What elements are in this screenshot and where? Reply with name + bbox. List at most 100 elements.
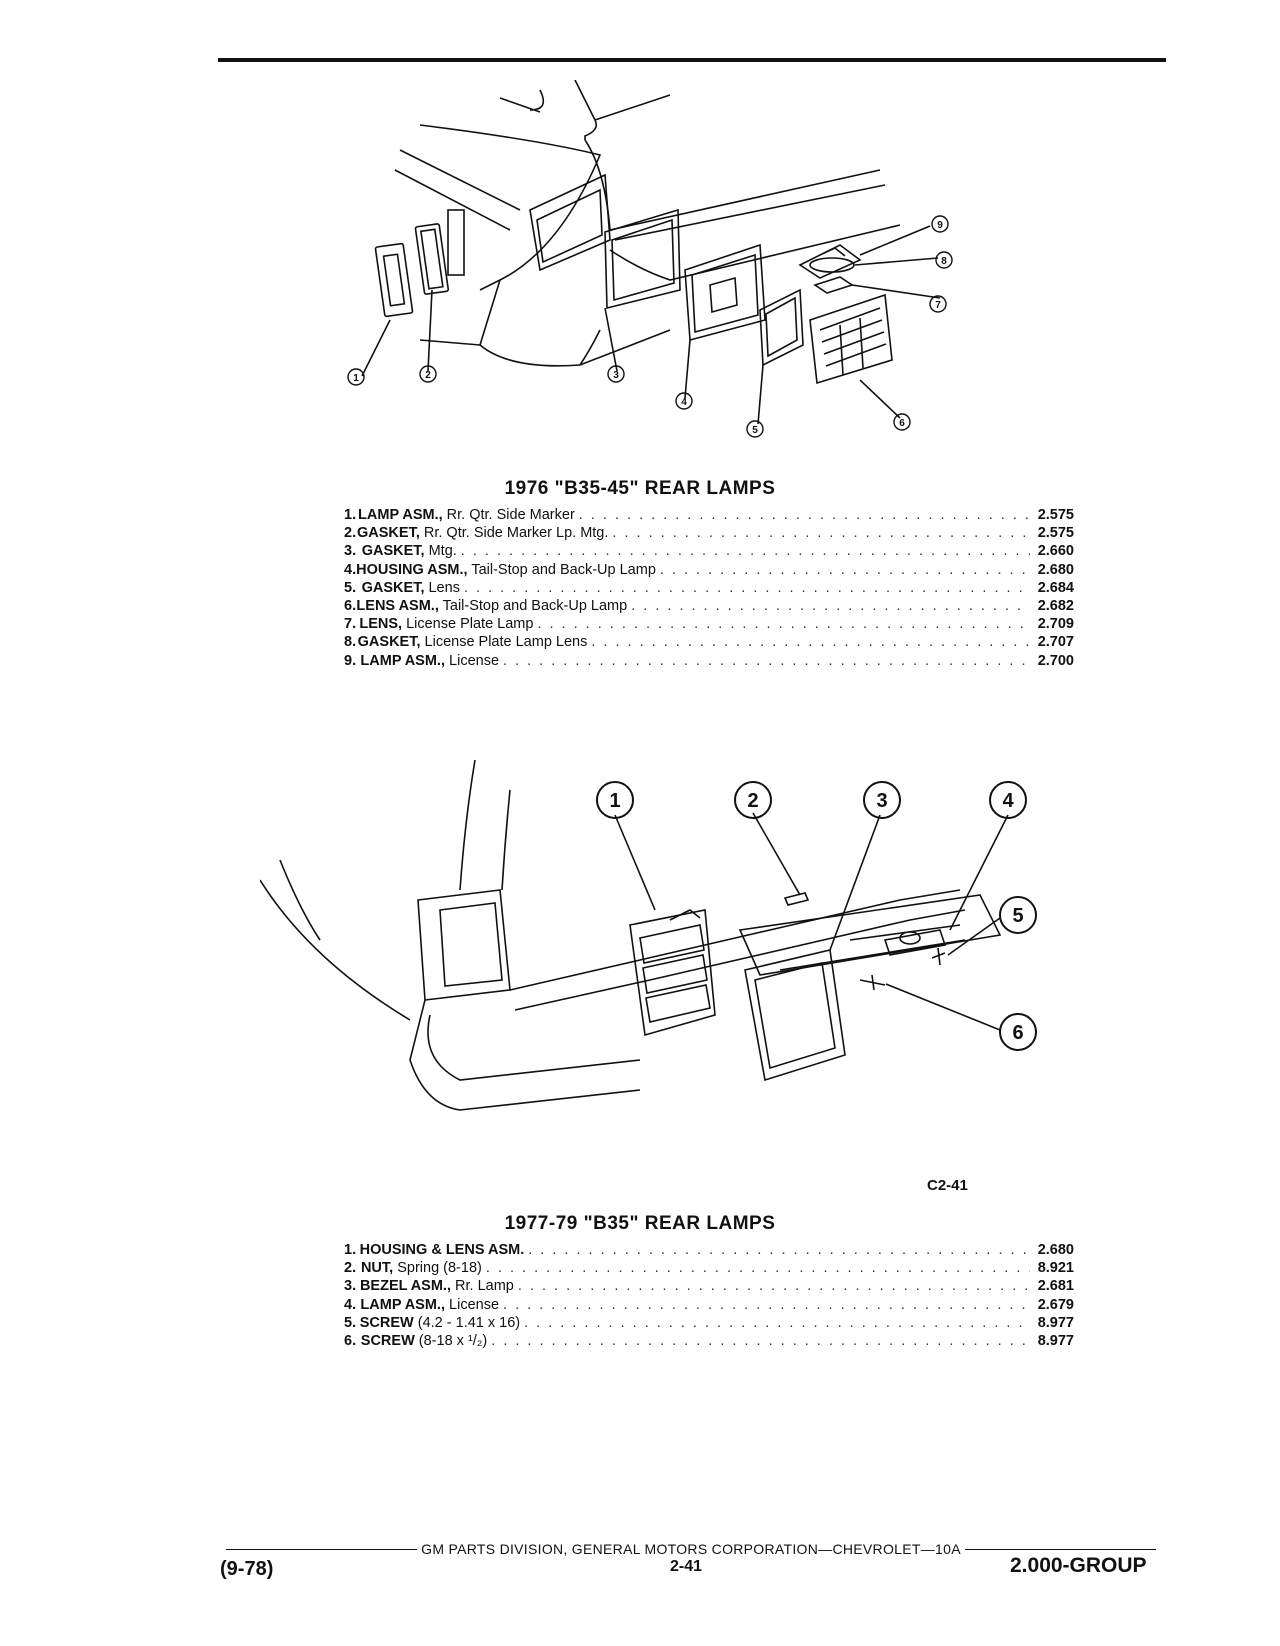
side-marker-gasket-inner [419, 228, 444, 290]
quarter-panel-block [417, 889, 511, 1001]
callout-8-label: 8 [941, 256, 947, 267]
footer-rule-right [964, 1548, 1156, 1550]
part-name: LAMP ASM., [360, 652, 445, 669]
top-rule [218, 58, 1166, 62]
part-code: 2.575 [1037, 507, 1074, 523]
part-number: 3. [344, 1278, 357, 1295]
part-detail: Tail-Stop and Back-Up Lamp [467, 561, 656, 578]
part-detail: Spring (8-18) [393, 1260, 482, 1277]
body-pillar-line [419, 124, 602, 291]
lower-body-line [479, 224, 901, 367]
tail-lamp-lens [809, 293, 893, 385]
part-number: 8. [344, 634, 357, 651]
leader-dots [627, 597, 1029, 615]
leader-dots [482, 1259, 1030, 1277]
part-description: LAMP ASM., License [360, 1296, 499, 1314]
parts-row: 2.GASKET, Rr. Qtr. Side Marker Lp. Mtg. 2… [344, 524, 1074, 542]
footer-publisher: GM PARTS DIVISION, GENERAL MOTORS CORPOR… [421, 1541, 961, 1557]
part-number: 1. [344, 507, 357, 523]
part-number: 4. [344, 1296, 357, 1313]
deck-lid-line [509, 889, 966, 1011]
figure-1976-drawing: 1 2 3 4 5 6 7 8 9 [347, 80, 953, 438]
callout-1-label: 1 [609, 790, 620, 812]
part-description: GASKET, Rr. Qtr. Side Marker Lp. Mtg. [357, 524, 608, 542]
part-detail: Rr. Qtr. Side Marker Lp. Mtg. [419, 525, 609, 542]
part-code: 2.709 [1037, 616, 1074, 633]
callout-4-label: 4 [1002, 790, 1014, 812]
lens-gasket [759, 288, 804, 367]
screw-6 [859, 974, 886, 991]
rear-panel [738, 894, 1002, 976]
license-lamp-bulb [899, 931, 921, 945]
callout-7-circle [929, 295, 947, 313]
part-number: 4. [344, 561, 357, 578]
part-detail: Lens [424, 579, 460, 596]
parts-row: 7.LENS, License Plate Lamp2.709 [344, 615, 1074, 633]
callout-2-label: 2 [747, 790, 758, 812]
group-number: 2.000-GROUP [1010, 1554, 1147, 1577]
callout-4-circle [989, 781, 1027, 819]
leader-dots [460, 579, 1030, 597]
part-description: BEZEL ASM., Rr. Lamp [360, 1277, 514, 1295]
parts-row: 6.SCREW (8-18 x ¹/₂) 8.977 [344, 1332, 1074, 1350]
body-crease-line [394, 149, 521, 231]
part-detail: License [445, 652, 500, 669]
callout-4-circle [675, 392, 693, 410]
footer-publisher-line: GM PARTS DIVISION, GENERAL MOTORS CORPOR… [226, 1541, 1156, 1557]
parts-row: 8.GASKET, License Plate Lamp Lens2.707 [344, 633, 1074, 651]
parts-row: 5.SCREW (4.2 - 1.41 x 16)8.977 [344, 1314, 1074, 1332]
callout-9-label: 9 [937, 220, 943, 231]
callout-5-label: 5 [1012, 905, 1023, 927]
callout-5-circle [746, 420, 764, 438]
part-number: 6. [344, 1332, 357, 1349]
parts-row: 2.NUT, Spring (8-18)8.921 [344, 1259, 1074, 1277]
part-description: HOUSING & LENS ASM. [360, 1241, 525, 1259]
body-pillar-line [459, 760, 511, 891]
part-detail: (8-18 x ¹/₂) [414, 1332, 488, 1349]
parts-row: 3.GASKET, Mtg.2.660 [344, 542, 1074, 560]
callout-3-circle [863, 781, 901, 819]
leader-dots [514, 1277, 1030, 1295]
leader-dots [587, 633, 1029, 651]
bezel-assembly [744, 949, 846, 1082]
part-code: 8.921 [1037, 1260, 1074, 1277]
parts-row: 4.HOUSING ASM., Tail-Stop and Back-Up La… [344, 561, 1074, 579]
part-code: 8.977 [1037, 1332, 1074, 1349]
part-number: 2. [344, 525, 357, 542]
figure-code: C2-41 [927, 1177, 968, 1194]
side-marker-mount [447, 209, 465, 276]
part-name: HOUSING & LENS ASM. [359, 1242, 525, 1258]
mounting-gasket [604, 208, 681, 310]
figure-1976-rear-lamps: 1 2 3 4 5 6 7 8 9 [340, 80, 1020, 460]
callout-leaders [361, 225, 941, 425]
callout-8-circle [935, 251, 953, 269]
part-detail: License Plate Lamp [402, 616, 534, 633]
callout-2-label: 2 [425, 370, 431, 381]
footer-date: (9-78) [220, 1558, 274, 1580]
part-code: 8.977 [1037, 1314, 1074, 1331]
callout-1-circle [347, 368, 365, 386]
leader-dots [533, 615, 1029, 633]
leader-dots [524, 1241, 1029, 1259]
part-description: NUT, Spring (8-18) [361, 1259, 482, 1277]
rear-bumper [409, 999, 641, 1111]
figure-1977-79-rear-lamps: 1 2 3 4 5 6 [260, 760, 1100, 1160]
part-detail: Mtg. [424, 543, 457, 560]
part-code: 2.679 [1037, 1296, 1074, 1313]
lens-ribs [819, 307, 887, 376]
part-detail: License [445, 1296, 500, 1313]
section2-parts-list: 1.HOUSING & LENS ASM.2.680 2.NUT, Spring… [344, 1241, 1074, 1350]
side-marker-lens [382, 253, 406, 307]
leader-dots [656, 561, 1030, 579]
leader-dots [499, 1296, 1030, 1314]
part-code: 2.681 [1037, 1278, 1074, 1295]
part-name: HOUSING ASM., [356, 561, 468, 578]
part-code: 2.575 [1037, 525, 1074, 542]
tail-lamp-housing [684, 243, 766, 342]
part-description: GASKET, Lens [362, 579, 460, 597]
part-description: SCREW (8-18 x ¹/₂) [361, 1332, 487, 1350]
callout-6-circle [893, 413, 911, 431]
part-detail: Tail-Stop and Back-Up Lamp [438, 597, 628, 614]
part-name: GASKET, [361, 579, 425, 596]
callout-6-label: 6 [1012, 1022, 1023, 1044]
